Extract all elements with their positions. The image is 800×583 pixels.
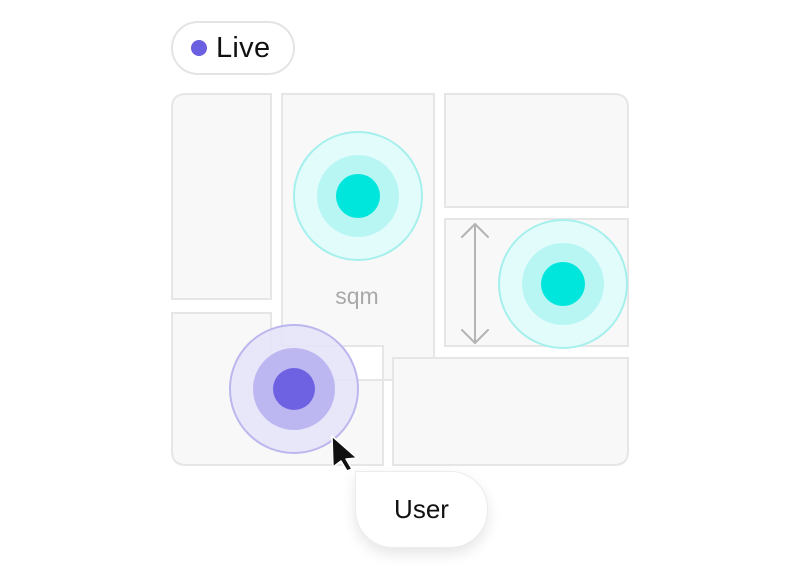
sensor-2-icon <box>498 219 628 349</box>
sensor-1-icon <box>293 131 423 261</box>
room-right-top <box>444 93 629 208</box>
vertical-double-arrow-icon <box>461 223 489 344</box>
user-label: User <box>394 494 449 524</box>
live-status-label: Live <box>216 31 271 64</box>
user-tag: User <box>355 471 488 548</box>
room-left-top <box>171 93 272 300</box>
cursor-arrow-icon <box>331 435 358 472</box>
live-dot-icon <box>191 40 207 56</box>
room-right-bottom <box>392 357 629 466</box>
room-area-label: sqm <box>335 283 378 309</box>
live-status-badge: Live <box>171 21 295 75</box>
user-location-icon <box>229 324 359 454</box>
